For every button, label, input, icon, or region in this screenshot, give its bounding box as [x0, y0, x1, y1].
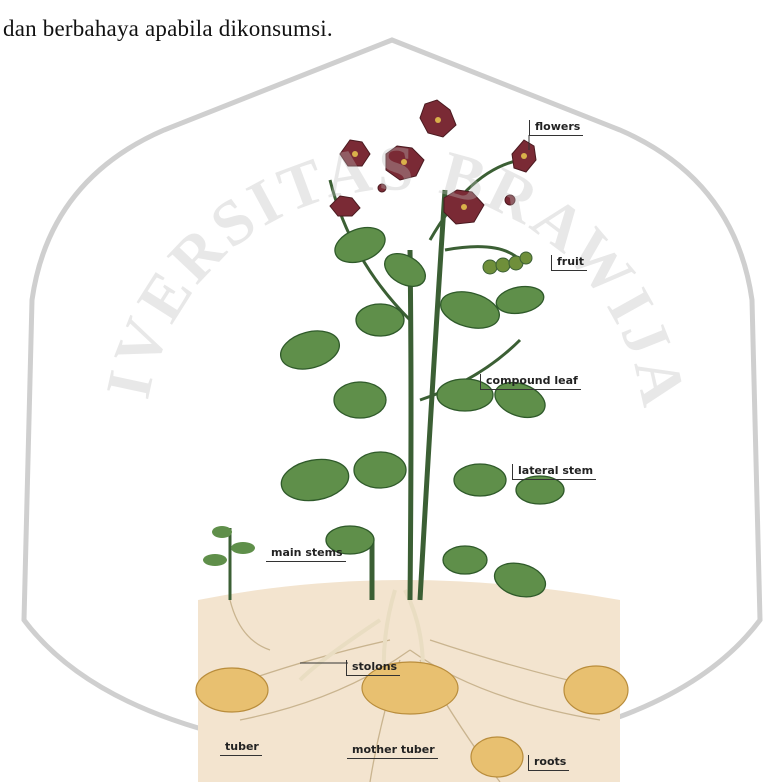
label-fruit: fruit — [551, 255, 587, 271]
label-lateral-stem: lateral stem — [512, 464, 596, 480]
label-stolons: stolons — [346, 660, 400, 676]
label-compound-leaf: compound leaf — [480, 374, 581, 390]
watermark-text: UNIVERSITAS BRAWIJAYA — [0, 0, 700, 412]
label-main-stems: main stems — [266, 546, 346, 562]
label-roots: roots — [528, 755, 569, 771]
label-tuber: tuber — [220, 740, 262, 756]
label-flowers: flowers — [529, 120, 583, 136]
fruit-cluster — [483, 252, 532, 274]
small-sprout — [203, 526, 255, 600]
label-mother-tuber: mother tuber — [347, 743, 438, 759]
